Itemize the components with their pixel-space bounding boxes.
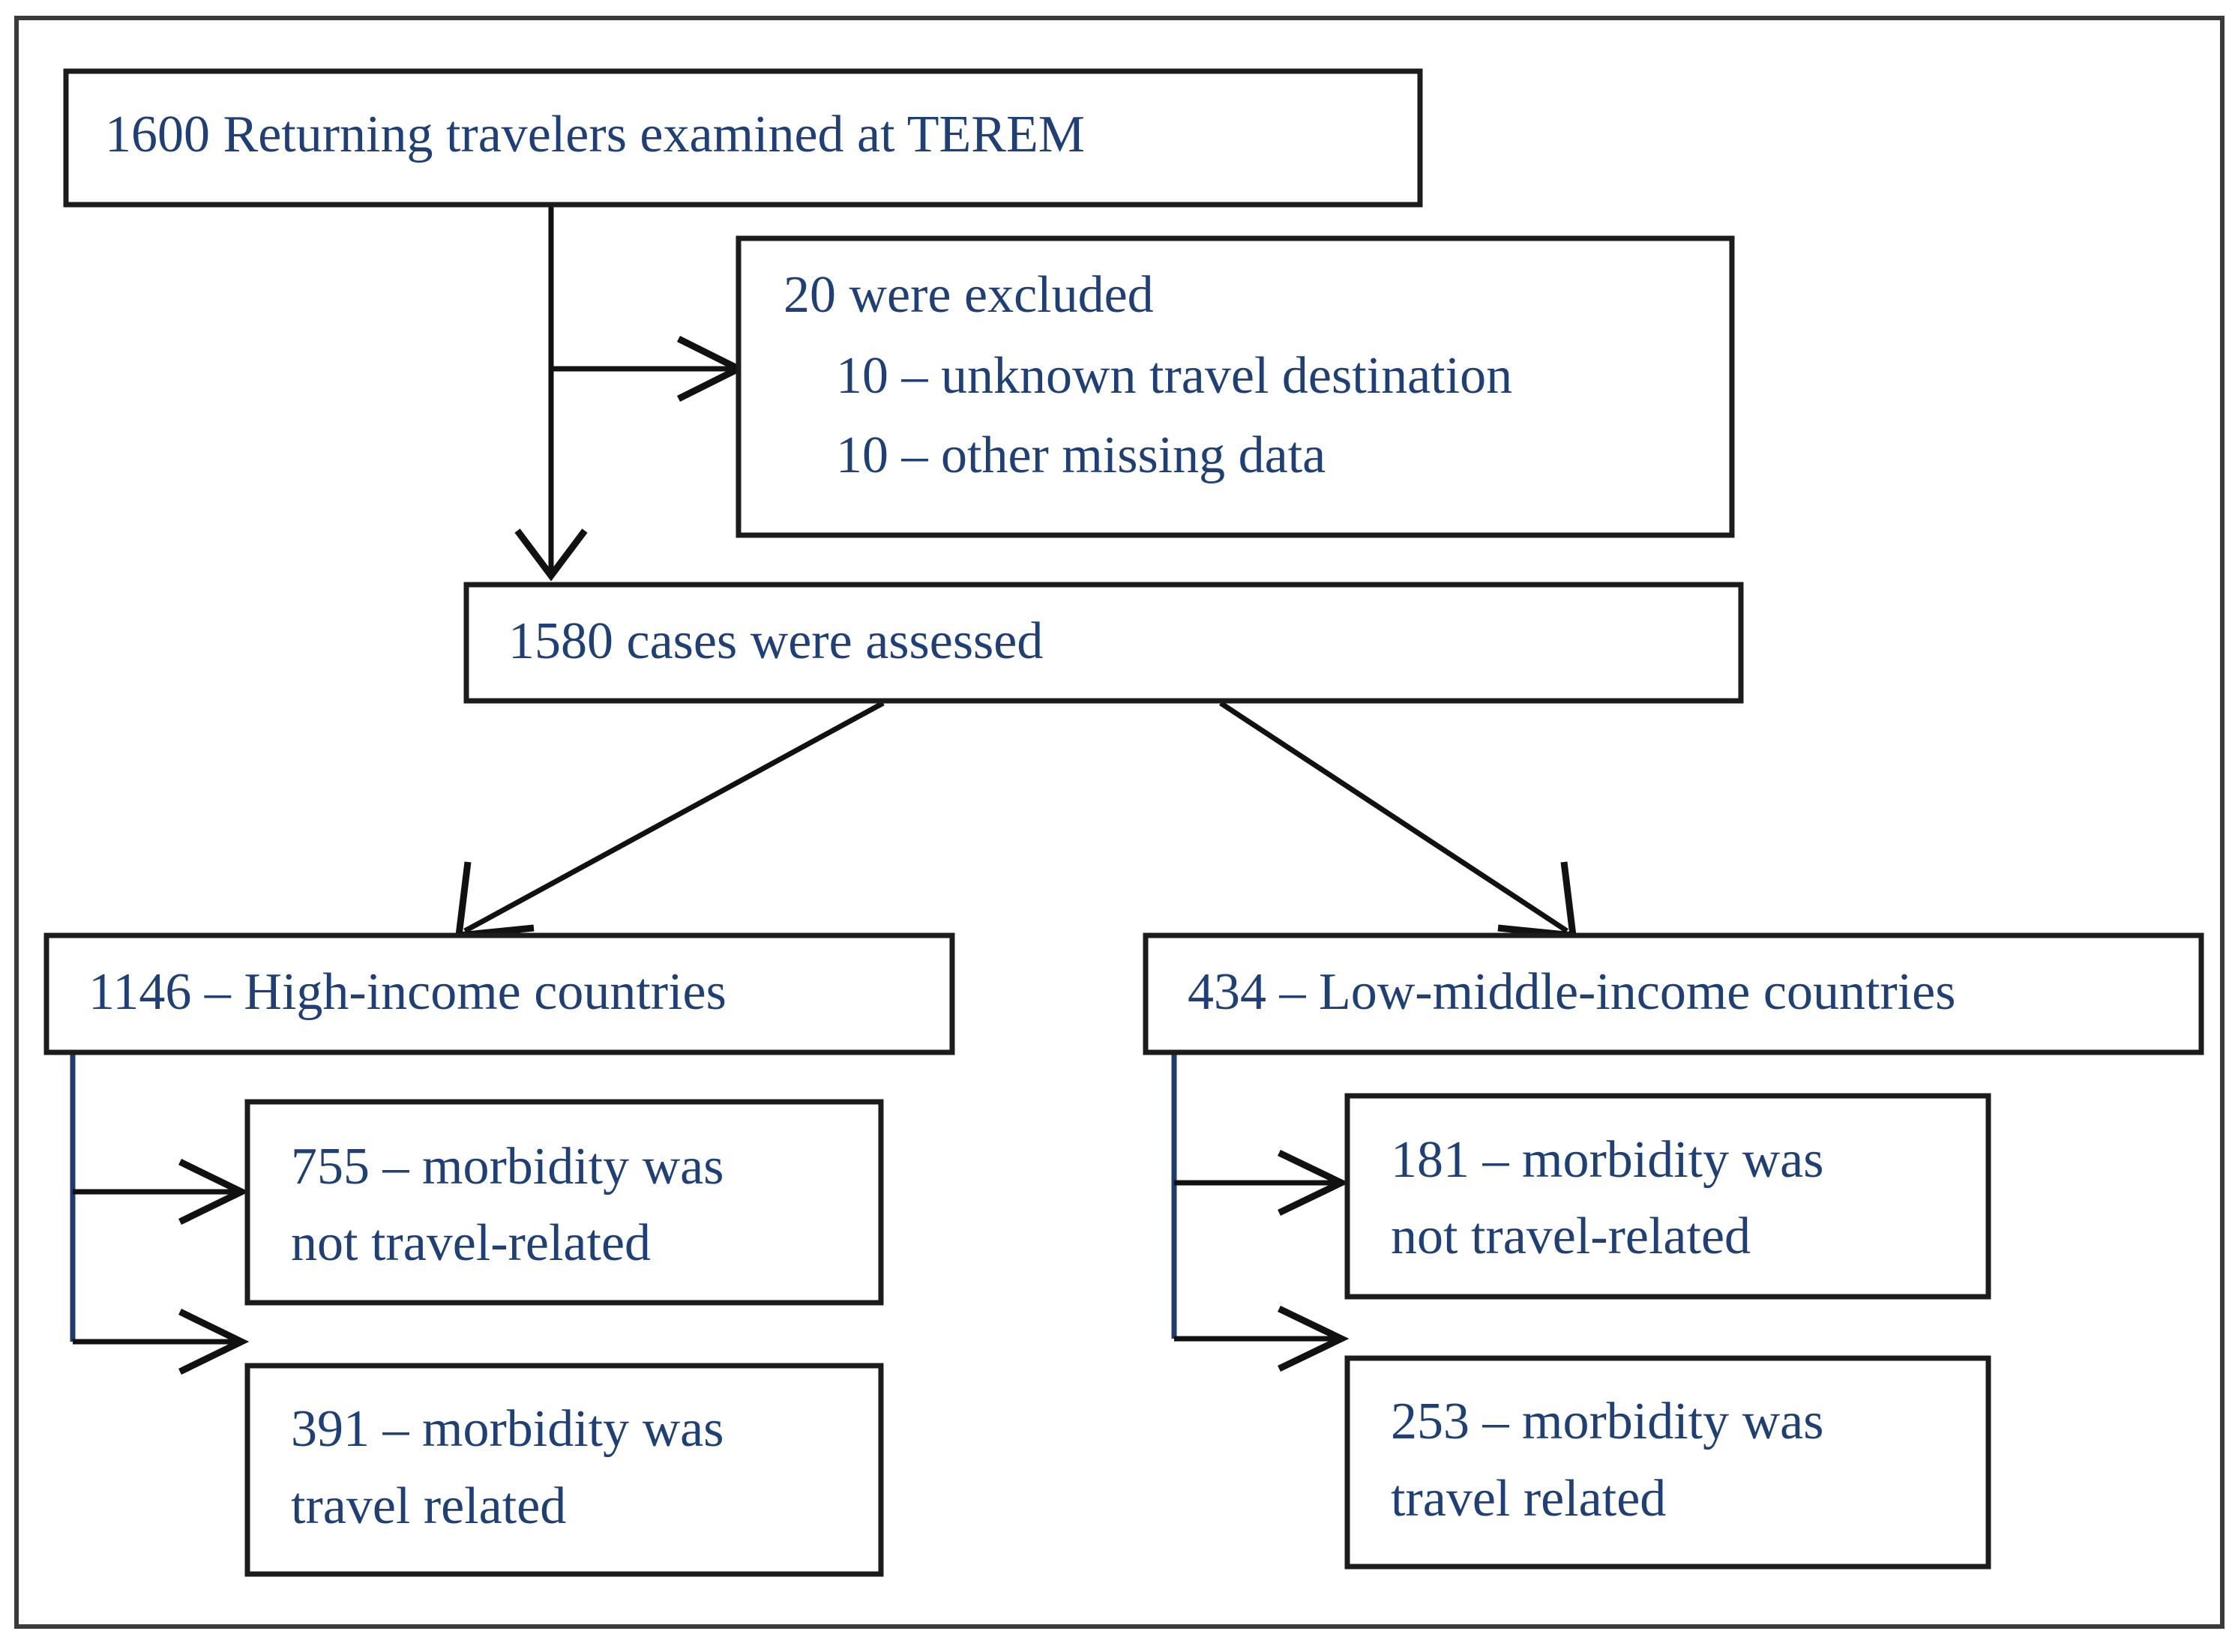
arrowhead-hi-not-related [178,1158,250,1226]
node-hi-related-line-1: travel related [291,1477,566,1535]
arrowhead-lmi-not-related [1278,1149,1350,1217]
arrowhead-assessed [514,528,588,582]
node-enrolled-line-0: 1600 Returning travelers examined at TER… [105,106,1085,163]
node-hi-related-line-0: 391 – morbidity was [291,1400,724,1458]
node-lmi-not-related-line-0: 181 – morbidity was [1391,1131,1823,1189]
arrowhead-lmi-related [1278,1305,1350,1372]
outer-frame [14,16,2225,1629]
node-hi-not-related-box [244,1099,884,1306]
node-hi-related[interactable]: 391 – morbidity was travel related [244,1363,884,1577]
node-lmi-not-related-box [1344,1093,1991,1300]
node-high-income-line-0: 1146 – High-income countries [88,963,727,1021]
node-assessed-line-0: 1580 cases were assessed [508,612,1043,670]
node-excluded[interactable]: 20 were excluded 10 – unknown travel des… [736,235,1735,538]
node-lmi-related[interactable]: 253 – morbidity was travel related [1344,1355,1991,1570]
node-excluded-line-0: 20 were excluded [783,266,1154,324]
arrowhead-hi-related [178,1308,250,1375]
node-excluded-box [736,235,1735,538]
node-assessed-box [463,582,1744,704]
node-lmi-related-line-0: 253 – morbidity was [1391,1393,1823,1450]
node-lmi-related-line-1: travel related [1391,1470,1666,1528]
node-high-income-box [43,932,955,1055]
node-excluded-line-2: 10 – other missing data [783,426,1326,484]
connector-layer [70,204,1577,1375]
node-high-income[interactable]: 1146 – High-income countries [43,932,955,1055]
node-assessed[interactable]: 1580 cases were assessed [463,582,1744,704]
node-low-middle-income-line-0: 434 – Low-middle-income countries [1188,963,1955,1021]
connector-assessed-to-high-income [463,700,885,934]
node-lmi-not-related[interactable]: 181 – morbidity was not travel-related [1344,1093,1991,1300]
connector-assessed-to-low-middle-income [1219,701,1568,933]
node-lmi-not-related-line-1: not travel-related [1391,1208,1751,1265]
node-hi-not-related-line-0: 755 – morbidity was [291,1138,724,1196]
node-lmi-related-box [1344,1355,1991,1570]
node-hi-related-box [244,1363,884,1577]
node-hi-not-related[interactable]: 755 – morbidity was not travel-related [244,1099,884,1306]
node-excluded-line-1: 10 – unknown travel destination [783,347,1512,405]
node-low-middle-income-box [1143,932,2204,1055]
node-enrolled-box [63,68,1423,208]
node-enrolled[interactable]: 1600 Returning travelers examined at TER… [63,68,1423,208]
node-hi-not-related-line-1: not travel-related [291,1214,651,1272]
node-low-middle-income[interactable]: 434 – Low-middle-income countries [1143,932,2204,1055]
